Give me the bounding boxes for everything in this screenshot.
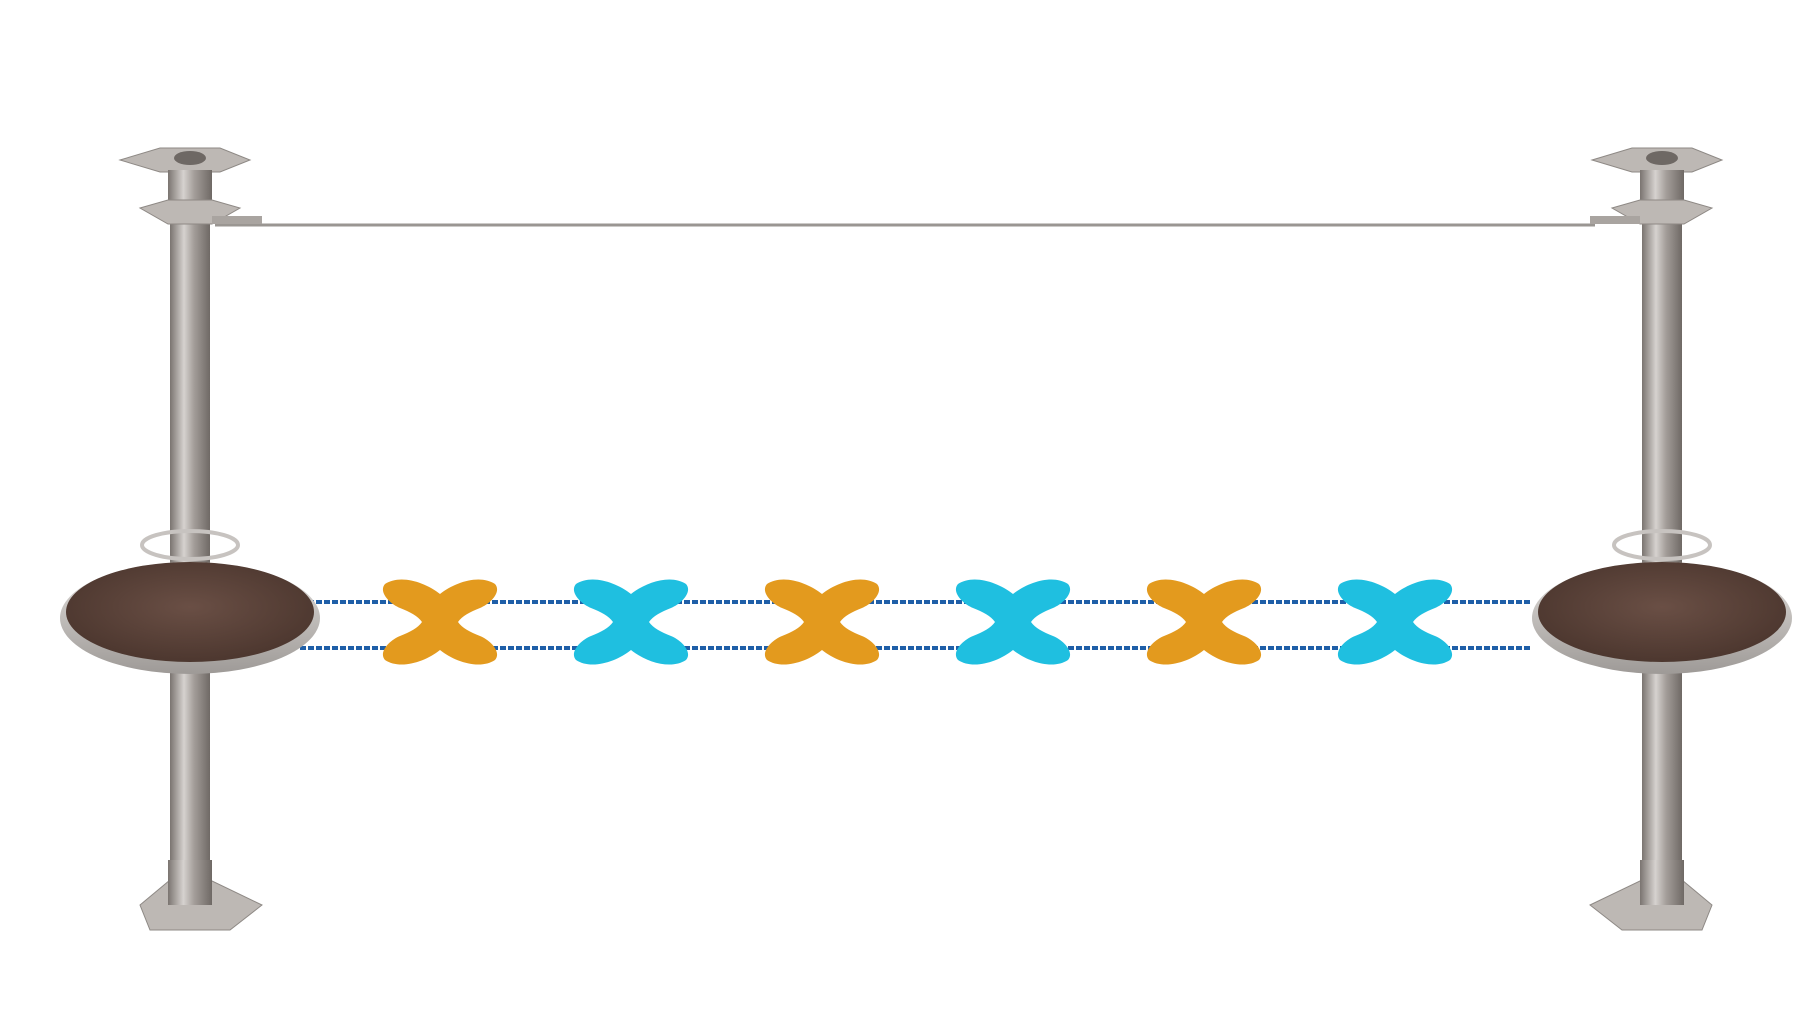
rope-bridge bbox=[300, 600, 1530, 650]
butterfly-steps bbox=[382, 579, 1453, 665]
butterfly-step-cyan bbox=[1337, 579, 1453, 665]
right-post bbox=[1532, 147, 1792, 931]
right-ring bbox=[1612, 529, 1712, 561]
left-platform bbox=[66, 562, 314, 662]
butterfly-step-cyan bbox=[955, 579, 1071, 665]
butterfly-step-orange bbox=[764, 579, 880, 665]
butterfly-step-cyan bbox=[573, 579, 689, 665]
left-top-collar bbox=[168, 170, 212, 200]
right-platform bbox=[1538, 562, 1786, 662]
right-cable-clamp bbox=[1590, 216, 1640, 224]
right-base-collar bbox=[1640, 860, 1684, 905]
left-top-hole bbox=[174, 151, 206, 165]
left-ring bbox=[140, 529, 240, 561]
left-cable-clamp bbox=[212, 216, 262, 224]
right-top-collar bbox=[1640, 170, 1684, 200]
butterfly-step-orange bbox=[1146, 579, 1262, 665]
butterfly-step-orange bbox=[382, 579, 498, 665]
left-base-collar bbox=[168, 860, 212, 905]
right-top-hole bbox=[1646, 151, 1678, 165]
left-post bbox=[60, 147, 320, 931]
